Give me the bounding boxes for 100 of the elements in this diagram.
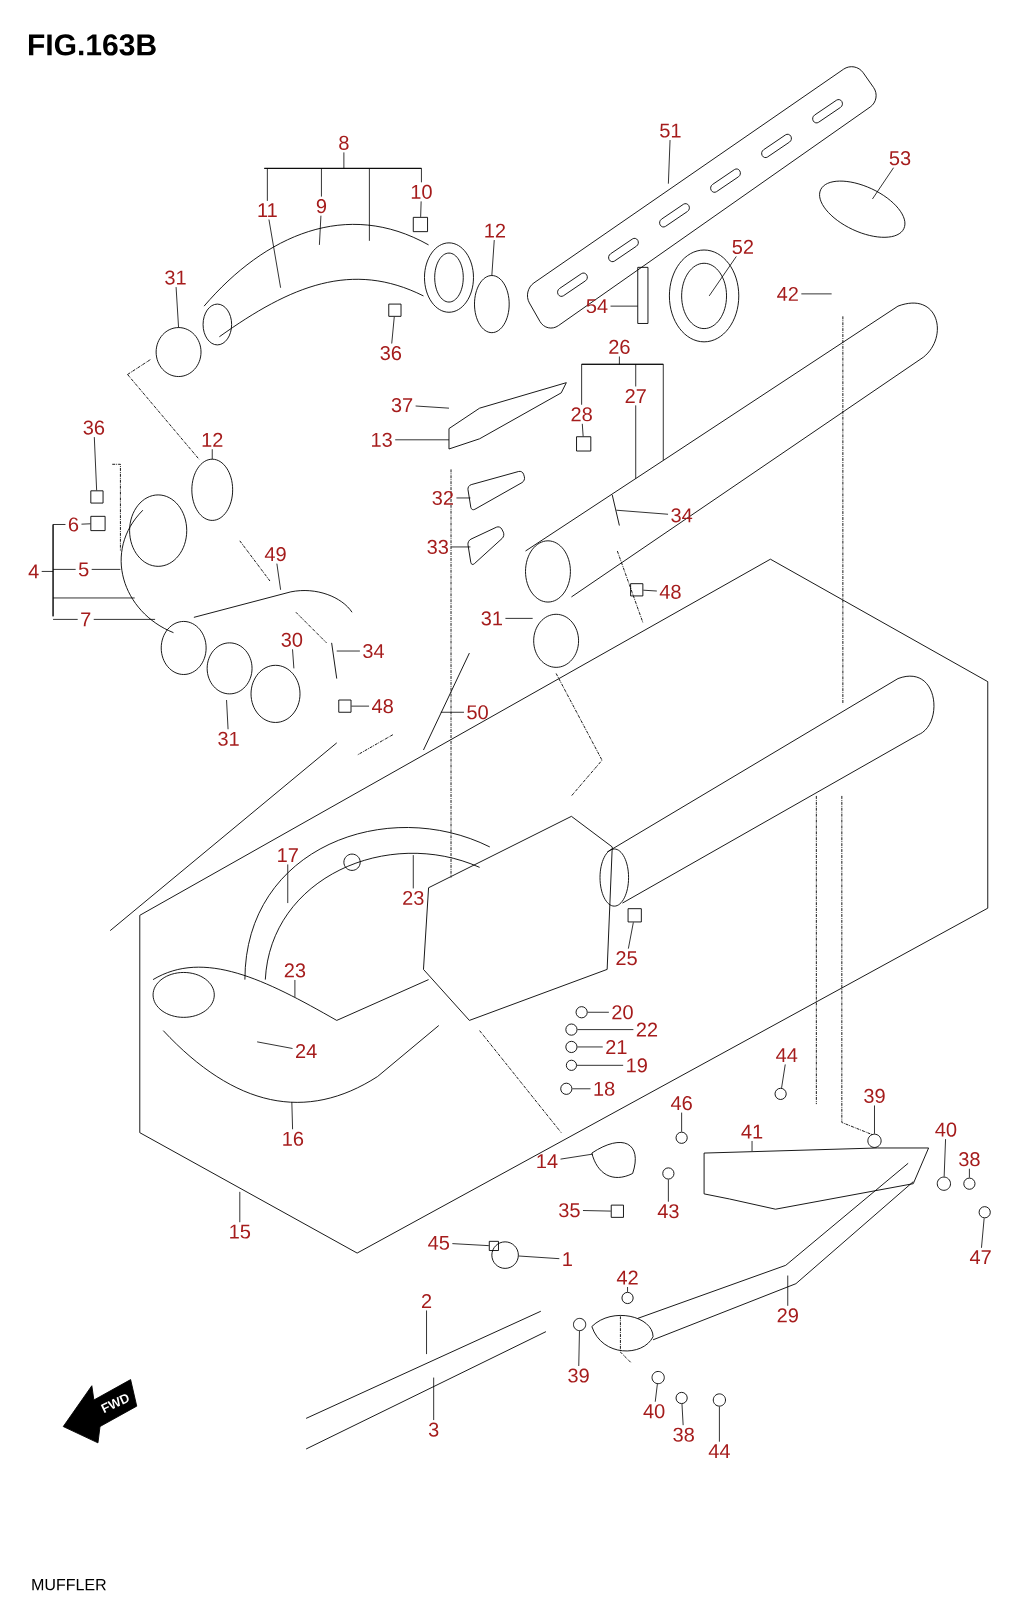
callout-number: 9 <box>316 199 326 214</box>
callout-number: 12 <box>202 432 223 447</box>
leader-line <box>581 423 584 437</box>
small-part <box>491 1241 519 1269</box>
leader-line <box>873 1105 875 1135</box>
leader-line <box>871 167 894 200</box>
leader-line <box>587 1011 610 1013</box>
leader-line <box>420 167 422 183</box>
leader-line <box>93 619 156 620</box>
callout-number: 50 <box>467 705 488 720</box>
callout-number: 1 <box>563 1252 572 1267</box>
leader-line <box>780 1064 786 1089</box>
callout-number: 48 <box>659 584 681 599</box>
small-part <box>565 1059 577 1071</box>
callout-number: 51 <box>659 123 681 138</box>
leader-line <box>80 523 91 525</box>
leader-line <box>751 1140 753 1152</box>
small-part <box>627 908 642 923</box>
callout-number: 13 <box>371 432 392 447</box>
leader-line <box>576 1029 634 1030</box>
leader-line <box>576 1064 624 1066</box>
callout-number: 20 <box>612 1005 633 1020</box>
leader-line <box>239 1191 240 1223</box>
leader-line <box>627 922 634 950</box>
callout-number: 23 <box>284 963 305 978</box>
callout-number: 44 <box>708 1444 730 1458</box>
leader-line <box>667 1179 669 1203</box>
callout-number: 17 <box>277 848 298 862</box>
callout-number: 5 <box>78 562 89 577</box>
small-part <box>560 1082 573 1095</box>
callout-number: 14 <box>537 1154 558 1169</box>
small-part <box>712 1393 726 1407</box>
leader-line <box>343 152 345 169</box>
leader-line <box>336 650 361 652</box>
callout-number: 40 <box>935 1122 957 1137</box>
small-part <box>675 1391 688 1405</box>
leader-line <box>425 1310 427 1355</box>
callout-number: 53 <box>889 151 910 166</box>
callout-number: 26 <box>609 339 630 354</box>
leader-line <box>980 1217 985 1249</box>
callout-number: 4 <box>28 564 39 579</box>
leader-line <box>451 1243 489 1247</box>
small-part <box>662 1167 675 1180</box>
callout-number: 2 <box>421 1294 431 1308</box>
callout-number: 41 <box>741 1124 762 1139</box>
small-part <box>867 1133 882 1148</box>
leader-line <box>412 854 414 889</box>
small-part <box>610 1204 624 1218</box>
leader-line <box>718 1406 720 1443</box>
leader-line <box>455 497 471 499</box>
callout-number: 12 <box>485 223 505 238</box>
callout-number: 42 <box>616 1270 638 1285</box>
leader-line <box>708 256 737 297</box>
small-part <box>774 1087 787 1100</box>
callout-number: 54 <box>586 299 608 314</box>
callout-number: 52 <box>732 239 753 254</box>
callout-number: 49 <box>264 547 286 562</box>
small-part <box>388 303 402 317</box>
callout-number: 36 <box>83 420 104 435</box>
leader-line <box>287 864 288 904</box>
callout-number: 25 <box>616 951 637 966</box>
callout-number: 34 <box>671 508 692 523</box>
leader-line <box>175 286 179 328</box>
leader-line <box>667 139 671 185</box>
leader-line <box>391 316 395 344</box>
leader-line <box>681 1403 684 1426</box>
leader-line <box>291 1101 293 1130</box>
small-part <box>963 1177 976 1190</box>
leader-line <box>491 239 495 276</box>
callout-number: 6 <box>68 517 78 532</box>
leader-line <box>618 356 620 365</box>
small-part <box>651 1371 665 1385</box>
callout-number: 16 <box>283 1131 303 1146</box>
leader-line <box>268 219 281 289</box>
direction-label: FWD <box>100 1394 129 1414</box>
callout-number: 39 <box>863 1088 885 1103</box>
callout-number: 29 <box>777 1308 798 1323</box>
leader-line <box>318 215 322 246</box>
leader-line <box>662 363 664 461</box>
callout-number: 46 <box>670 1096 692 1111</box>
callout-number: 39 <box>568 1368 589 1383</box>
callout-number: 38 <box>673 1427 694 1442</box>
leader-line <box>571 1088 591 1090</box>
leader-line <box>320 167 322 197</box>
callout-number: 45 <box>427 1235 449 1250</box>
leader-line <box>211 448 213 460</box>
callout-number: 43 <box>657 1204 679 1219</box>
leader-line <box>394 439 450 441</box>
caption: MUFFLER <box>32 1579 106 1591</box>
leader-line <box>615 509 669 515</box>
leader-line <box>440 711 465 713</box>
callout-number: 42 <box>776 286 798 301</box>
leader-line <box>368 167 370 242</box>
callout-number: 33 <box>427 539 448 554</box>
leader-line <box>582 1210 611 1212</box>
small-part <box>575 1006 588 1019</box>
leader-line <box>518 1255 560 1260</box>
callout-number: 37 <box>391 398 412 413</box>
leader-line <box>266 167 268 202</box>
leader-line <box>635 404 636 479</box>
